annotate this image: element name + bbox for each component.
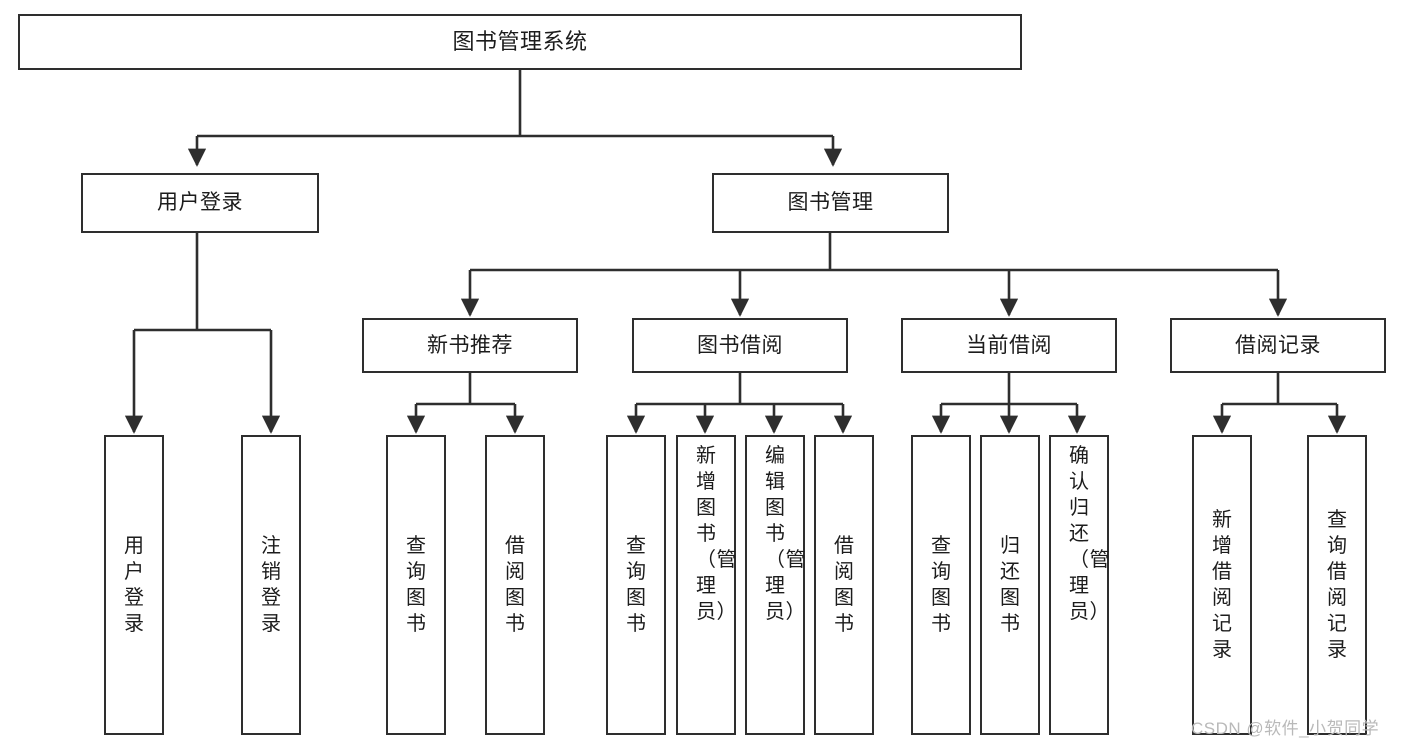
node-leaf-logout[interactable]: 注销登录 [241,435,301,735]
node-label: 图书管理 [787,191,874,215]
node-label: 注销登录 [261,535,282,635]
node-label: 借阅图书 [505,535,526,635]
node-book-management[interactable]: 图书管理 [712,173,949,233]
node-leaf-edit-book-admin[interactable]: 编辑图书（管理员） [745,435,806,735]
node-leaf-add-book-admin[interactable]: 新增图书（管理员） [676,435,737,735]
node-current-borrow[interactable]: 当前借阅 [901,318,1117,373]
node-user-login[interactable]: 用户登录 [81,173,319,233]
node-label: 确认归还（管理员） [1069,445,1110,623]
node-label: 图书管理系统 [452,28,588,54]
node-label: 编辑图书（管理员） [765,445,806,623]
node-label: 查询借阅记录 [1327,509,1348,661]
node-new-book-recommend[interactable]: 新书推荐 [362,318,578,373]
node-leaf-query-borrow-record[interactable]: 查询借阅记录 [1307,435,1367,735]
node-label: 查询图书 [931,535,952,635]
node-leaf-return-book[interactable]: 归还图书 [980,435,1040,735]
node-leaf-confirm-return-admin[interactable]: 确认归还（管理员） [1049,435,1110,735]
node-label: 查询图书 [626,535,647,635]
node-label: 归还图书 [1000,535,1021,635]
node-label: 当前借阅 [966,333,1052,357]
node-label: 查询图书 [406,535,427,635]
node-label: 图书借阅 [697,333,783,357]
node-leaf-query-book-borrow[interactable]: 查询图书 [606,435,666,735]
node-book-borrow[interactable]: 图书借阅 [632,318,848,373]
node-borrow-record[interactable]: 借阅记录 [1170,318,1386,373]
node-label: 新增借阅记录 [1212,509,1233,661]
node-leaf-borrow-book[interactable]: 借阅图书 [814,435,874,735]
node-leaf-user-login[interactable]: 用户登录 [104,435,164,735]
node-label: 借阅图书 [834,535,855,635]
node-leaf-add-borrow-record[interactable]: 新增借阅记录 [1192,435,1252,735]
node-label: 新书推荐 [427,333,513,357]
node-leaf-query-book-recommend[interactable]: 查询图书 [386,435,446,735]
node-label: 用户登录 [157,191,243,215]
node-label: 新增图书（管理员） [696,445,737,623]
node-leaf-query-book-current[interactable]: 查询图书 [911,435,971,735]
csdn-watermark: CSDN @软件_小贺同学 [1191,719,1380,738]
node-label: 借阅记录 [1235,333,1321,357]
node-root-book-management-system[interactable]: 图书管理系统 [18,14,1022,70]
node-leaf-borrow-book-recommend[interactable]: 借阅图书 [485,435,545,735]
node-label: 用户登录 [124,535,145,635]
